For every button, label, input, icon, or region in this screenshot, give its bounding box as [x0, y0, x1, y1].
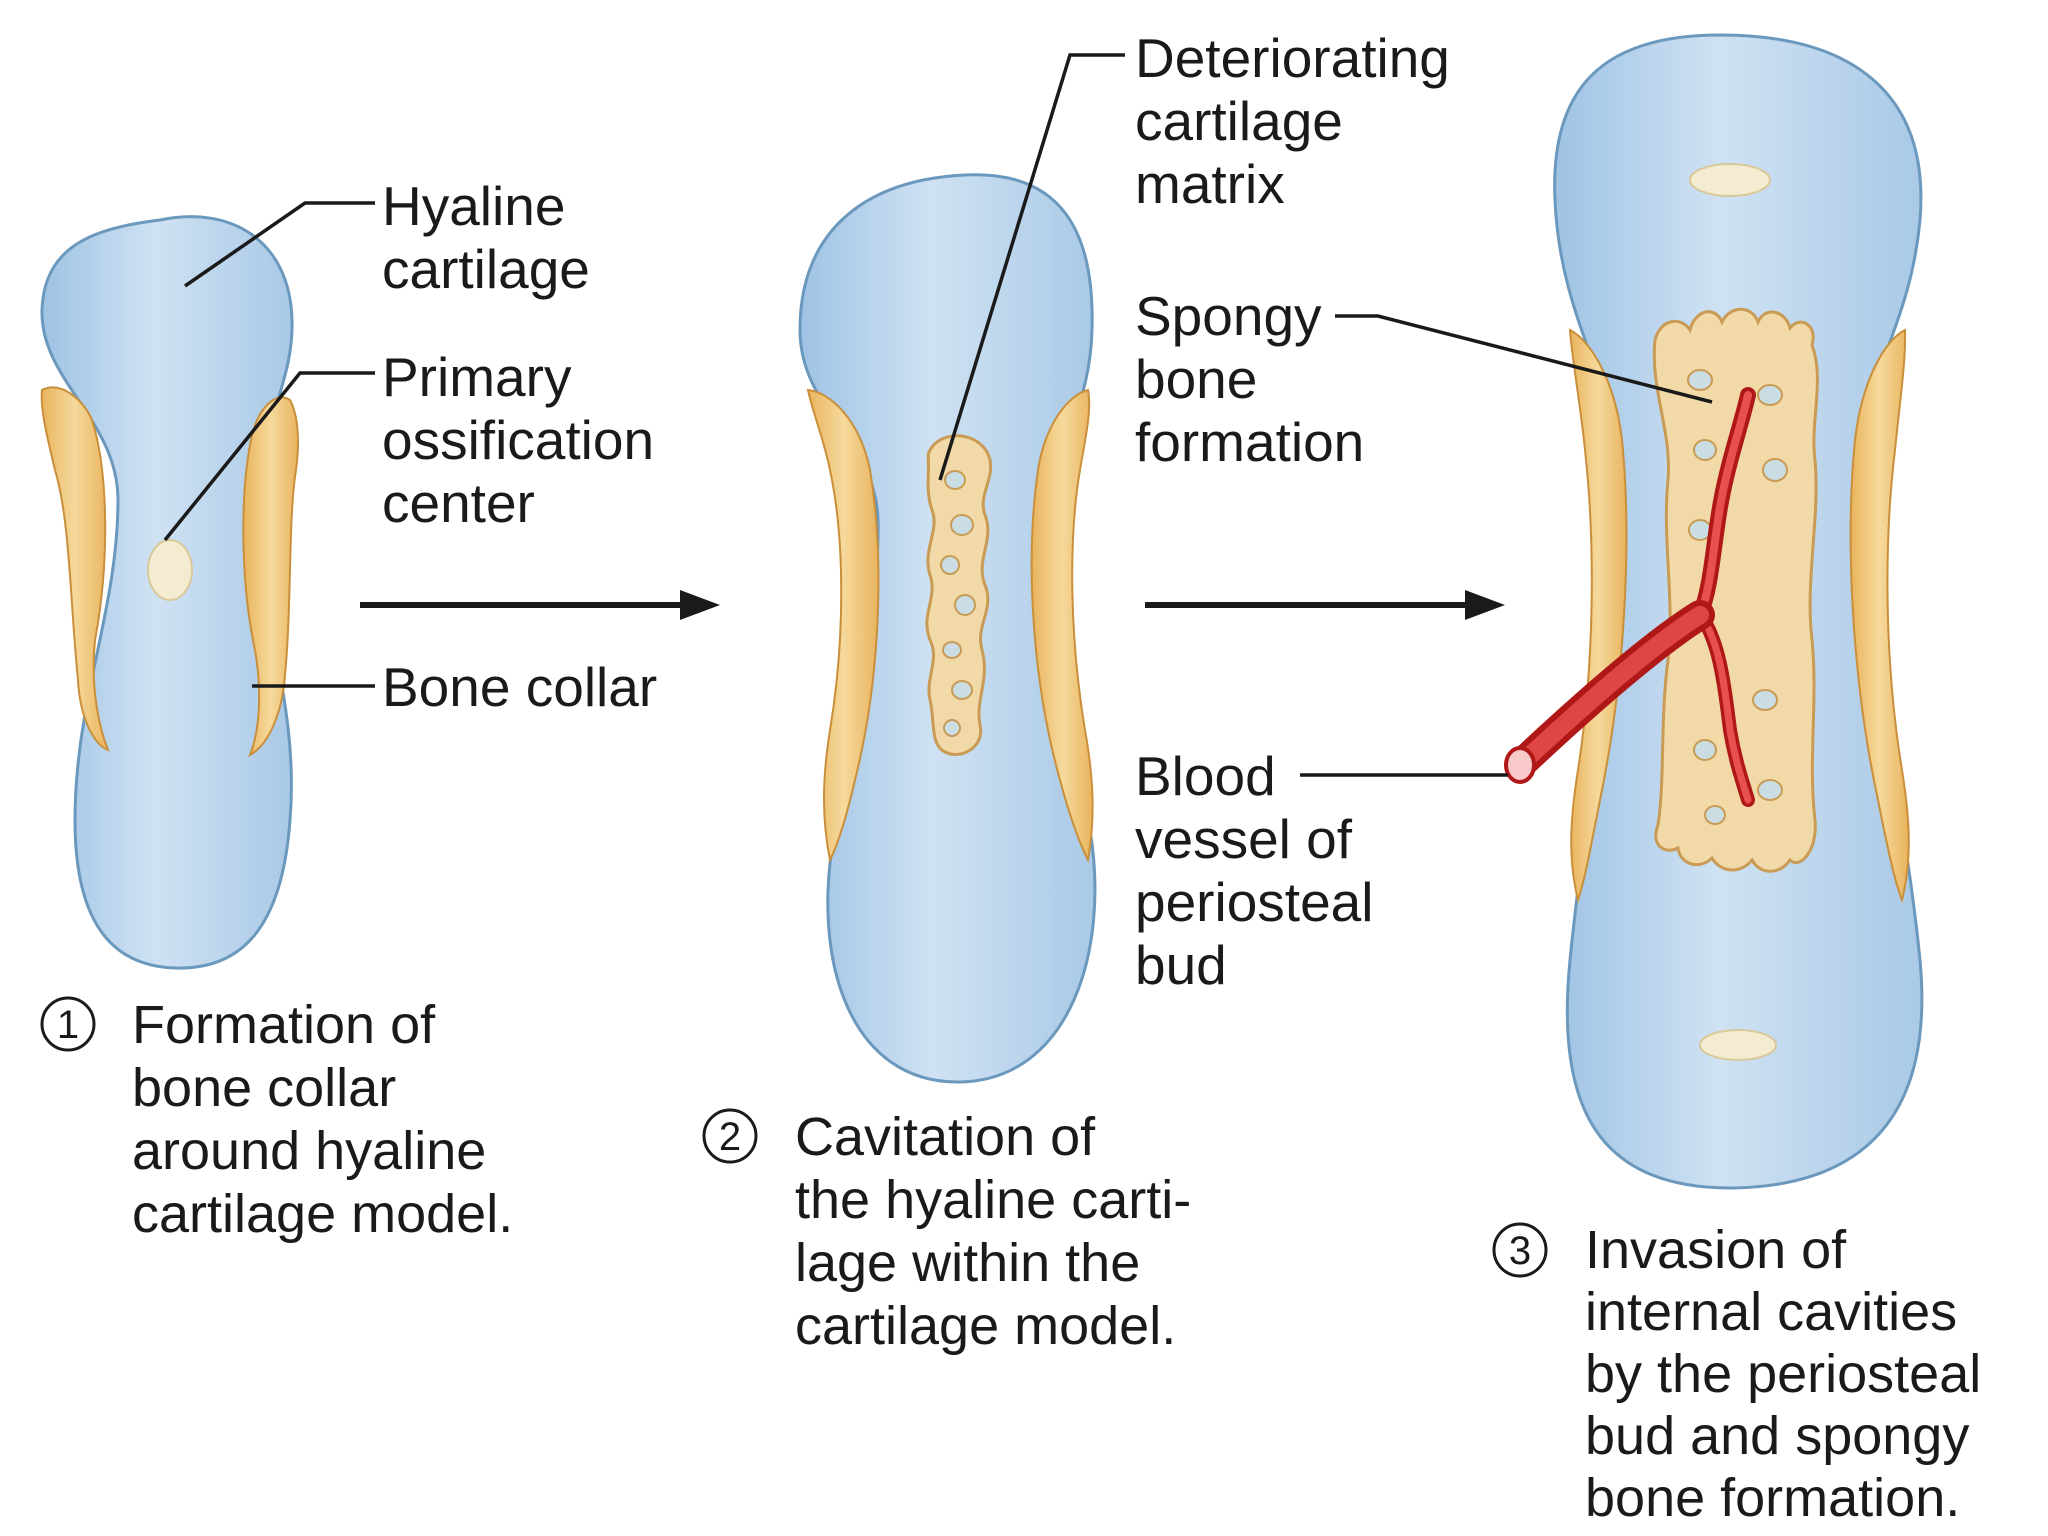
caption-line: by the periosteal	[1585, 1344, 1981, 1404]
label-blood-vessel: Blood vessel of periosteal bud	[1135, 745, 1389, 996]
label-spongy-bone-formation: Spongy bone formation	[1135, 285, 1364, 473]
cavity	[1693, 439, 1717, 461]
label-line: vessel of	[1135, 808, 1353, 870]
step-number-badge	[40, 996, 96, 1052]
cartilage-cavities-2	[940, 470, 976, 737]
cavity	[944, 470, 966, 490]
deteriorating-cartilage-matrix	[925, 434, 993, 756]
label-hyaline-cartilage: Hyaline cartilage	[382, 175, 590, 300]
bone-collar-left-1	[40, 386, 110, 752]
bone-model-2	[798, 173, 1097, 1084]
cavity	[943, 719, 961, 737]
label-line: Hyaline	[382, 175, 565, 237]
label-bone-collar: Bone collar	[382, 656, 657, 718]
blood-vessel-branch-up-highlight	[1696, 391, 1752, 619]
cavity	[942, 641, 962, 659]
label-primary-ossification-center: Primary ossification center	[382, 346, 669, 534]
step-number: 3	[1509, 1229, 1531, 1273]
leader-spongy-bone-formation	[1335, 314, 1713, 404]
step-caption: Cavitation of the hyaline carti- lage wi…	[795, 1107, 1206, 1356]
caption-line: around hyaline	[132, 1121, 486, 1181]
caption-line: bone collar	[132, 1058, 396, 1118]
step-2: 2 Cavitation of the hyaline carti- lage …	[702, 1107, 1206, 1356]
blood-vessel-opening	[1504, 746, 1536, 784]
step-3: 3 Invasion of internal cavities by the p…	[1492, 1220, 1996, 1528]
step-number: 1	[57, 1003, 79, 1047]
step-caption: Formation of bone collar around hyaline …	[132, 995, 513, 1244]
label-line: periosteal	[1135, 871, 1373, 933]
caption-line: the hyaline carti-	[795, 1170, 1191, 1230]
cavity	[1757, 384, 1783, 406]
label-line: Spongy	[1135, 285, 1322, 347]
caption-line: Formation of	[132, 995, 436, 1055]
label-line: cartilage	[1135, 90, 1343, 152]
label-line: bud	[1135, 934, 1227, 996]
label-line: formation	[1135, 411, 1364, 473]
label-line: Primary	[382, 346, 572, 408]
leader-deteriorating-cartilage-matrix	[938, 53, 1125, 481]
caption-line: cartilage model.	[132, 1184, 513, 1244]
label-line: ossification	[382, 409, 654, 471]
caption-line: bone formation.	[1585, 1468, 1960, 1528]
bone-collar-right-3	[1849, 328, 1910, 904]
spongy-bone-cavities-3	[1687, 369, 1788, 825]
bone-collar-right-1	[242, 396, 299, 758]
step-number-badge	[1492, 1222, 1548, 1278]
cavity	[1757, 779, 1783, 801]
label-deteriorating-cartilage-matrix: Deteriorating cartilage matrix	[1135, 27, 1465, 215]
cavity	[951, 680, 973, 700]
label-line: center	[382, 472, 535, 534]
cavity	[1687, 369, 1713, 391]
step-caption: Invasion of internal cavities by the per…	[1585, 1220, 1996, 1528]
cavity	[954, 594, 976, 616]
caption-line: lage within the	[795, 1233, 1140, 1293]
cavity	[1704, 805, 1726, 825]
label-line: bone	[1135, 348, 1257, 410]
caption-line: internal cavities	[1585, 1282, 1957, 1342]
label-line: Bone collar	[382, 656, 657, 718]
caption-line: Cavitation of	[795, 1107, 1096, 1167]
leader-primary-ossification-center	[163, 371, 375, 542]
bone-collar-right-2	[1030, 388, 1094, 864]
caption-line: Invasion of	[1585, 1220, 1847, 1280]
blood-vessel-trunk-highlight	[1511, 606, 1709, 774]
arrow-step-2-to-3	[1145, 590, 1505, 620]
periosteal-bud-blood-vessel	[1504, 387, 1756, 807]
label-line: Deteriorating	[1135, 27, 1450, 89]
label-line: cartilage	[382, 238, 590, 300]
bone-model-3	[1504, 33, 1924, 1190]
blood-vessel-branch-down-highlight	[1696, 611, 1752, 804]
bone-collar-left-2	[806, 388, 880, 864]
cavity	[950, 514, 974, 536]
caption-line: cartilage model.	[795, 1296, 1176, 1356]
step-number-badge	[702, 1108, 758, 1164]
leader-hyaline-cartilage	[184, 201, 375, 288]
primary-ossification-center	[147, 539, 193, 601]
step-number: 2	[719, 1115, 741, 1159]
step-1: 1 Formation of bone collar around hyalin…	[40, 995, 513, 1244]
bone-collar-left-3	[1568, 328, 1628, 904]
bone-model-1	[40, 215, 299, 970]
label-line: Blood	[1135, 745, 1276, 807]
cavity	[1762, 458, 1788, 482]
caption-line: bud and spongy	[1585, 1406, 1969, 1466]
label-line: matrix	[1135, 153, 1285, 215]
cavity	[940, 555, 960, 575]
cavity	[1752, 689, 1778, 711]
cavity	[1693, 739, 1717, 761]
secondary-cavity-bottom	[1699, 1029, 1777, 1061]
secondary-cavity-top	[1689, 163, 1771, 197]
arrow-step-1-to-2	[360, 590, 720, 620]
